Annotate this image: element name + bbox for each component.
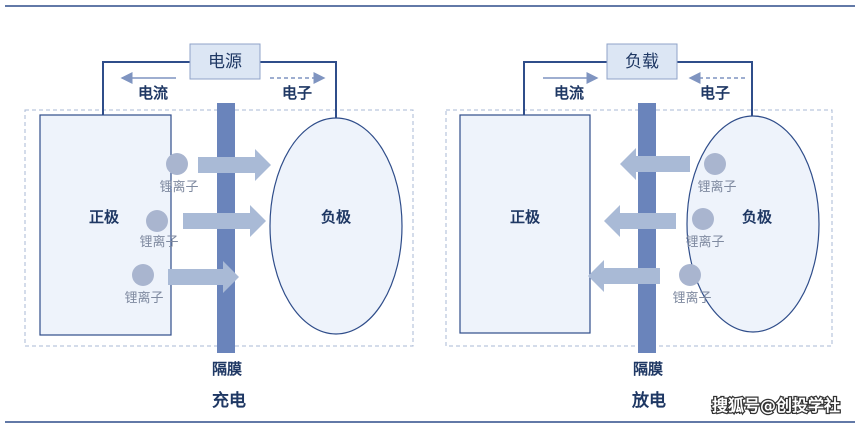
charge-panel: 电源 电流 电子 正极 负极 隔膜 充电 锂离子 锂离子 锂离子 (24, 43, 414, 411)
discharge-wire-left (523, 61, 607, 115)
discharge-lithium-ion (704, 153, 726, 175)
charge-positive-label: 正极 (89, 208, 120, 226)
charge-lithium-ion (132, 264, 154, 286)
charge-cell-boundary (24, 109, 414, 347)
discharge-lithium-ion (692, 208, 714, 230)
discharge-electron-label: 电子 (700, 84, 730, 102)
discharge-ion-arrow (604, 205, 676, 237)
discharge-positive-label: 正极 (510, 208, 541, 226)
charge-negative-electrode (269, 117, 403, 335)
discharge-ion-arrow (620, 148, 690, 180)
charge-current-label: 电流 (138, 84, 168, 102)
discharge-ion-label: 锂离子 (685, 234, 724, 250)
discharge-ion-label: 锂离子 (697, 179, 736, 195)
charge-ion-label: 锂离子 (124, 290, 163, 306)
charge-separator-label: 隔膜 (212, 360, 242, 378)
discharge-positive-electrode (459, 114, 591, 334)
charge-wire-right (260, 61, 337, 118)
discharge-ion-arrow (588, 260, 660, 292)
charge-ion-arrow (183, 205, 266, 237)
discharge-panel: 负载 电流 电子 正极 负极 隔膜 放电 锂离子 锂离子 锂离子 (445, 43, 833, 411)
charge-ion-label: 锂离子 (159, 179, 198, 195)
discharge-negative-label: 负极 (742, 208, 773, 226)
discharge-ion-label: 锂离子 (672, 290, 711, 306)
discharge-lithium-ion (679, 264, 701, 286)
charge-wire-left (102, 61, 190, 115)
power-source-box (189, 43, 261, 80)
discharge-title: 放电 (631, 390, 666, 411)
charge-negative-label: 负极 (321, 208, 352, 226)
load-box (606, 43, 678, 80)
charge-ion-arrow (198, 149, 271, 181)
charge-lithium-ion (146, 210, 168, 232)
charge-ion-label: 锂离子 (139, 234, 178, 250)
discharge-separator-label: 隔膜 (633, 360, 663, 378)
charge-lithium-ion (166, 153, 188, 175)
charge-ion-arrow (168, 261, 239, 293)
watermark: 搜狐号@创投学社 (712, 396, 840, 415)
discharge-wire-right (677, 61, 753, 118)
load-label: 负载 (625, 52, 659, 72)
charge-electron-label: 电子 (282, 84, 312, 102)
charge-title: 充电 (212, 390, 246, 411)
discharge-current-label: 电流 (554, 84, 584, 102)
power-source-label: 电源 (208, 52, 242, 72)
